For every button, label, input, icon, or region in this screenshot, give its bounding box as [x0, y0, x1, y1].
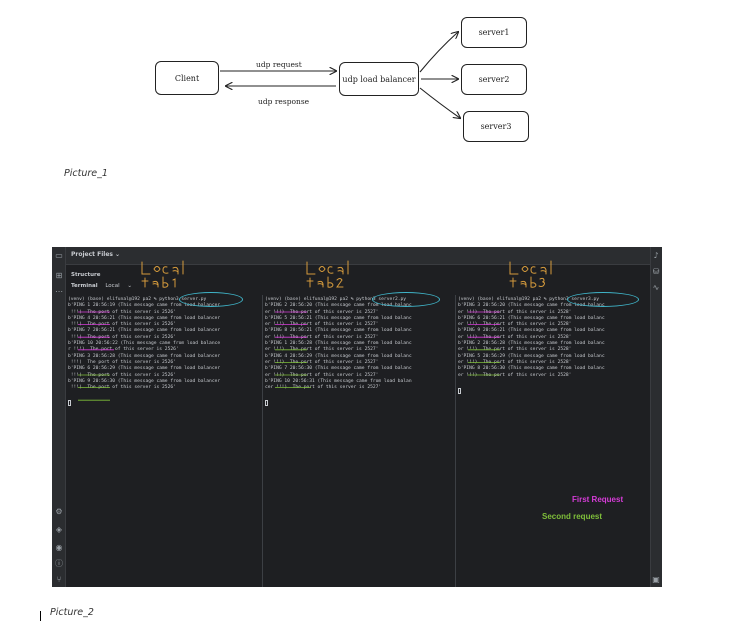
terminal-output-tab3: (venv) (base) elifunal@192 pa2 % python3… — [458, 297, 605, 378]
terminal-pane-tab3[interactable]: (venv) (base) elifunal@192 pa2 % python3… — [456, 295, 650, 587]
underline-first-tab3 — [468, 311, 500, 338]
first-request-legend: First Request — [572, 495, 624, 504]
terminal-tab-row: Terminal Local ⌄ — [71, 283, 138, 289]
handwritten-tab-annotations — [141, 260, 552, 288]
right-tool-strip: ♪ ⛁ ∿ ▣ — [650, 247, 662, 587]
ai-assistant-icon[interactable]: ∿ — [652, 283, 660, 292]
left-tool-strip: ▭ ⊞ ⋯ ⚙ ◈ ◉ ⓘ ⑂ — [52, 247, 66, 587]
terminal-cursor — [265, 400, 268, 407]
command-highlight-tab1 — [179, 292, 243, 307]
command-highlight-tab2 — [372, 292, 440, 307]
notification-bell-icon[interactable]: ♪ — [653, 251, 659, 260]
underline-first-tab2 — [275, 311, 307, 338]
underline-second-tab3 — [468, 349, 500, 376]
more-icon[interactable]: ⋯ — [55, 287, 63, 296]
underline-second-tab2 — [275, 349, 311, 388]
command-highlight-tab3 — [567, 292, 639, 307]
picture-1-caption: Picture_1 — [64, 168, 108, 179]
ide-window: ▭ ⊞ ⋯ ⚙ ◈ ◉ ⓘ ⑂ Project Files ⌄ ♪ ⛁ ∿ ▣ … — [52, 247, 662, 587]
structure-icon[interactable]: ⊞ — [55, 271, 63, 280]
plugin-icon[interactable]: ⚙ — [55, 507, 63, 516]
server1-node: server1 — [461, 17, 527, 48]
project-files-dropdown[interactable]: Project Files ⌄ — [71, 251, 121, 258]
arrow-to-server3 — [419, 87, 460, 118]
project-files-bar: Project Files ⌄ — [66, 247, 650, 265]
load-balancer-node: udp load balancer — [339, 62, 419, 96]
udp-request-label: udp request — [256, 60, 302, 69]
udp-response-label: udp response — [258, 97, 310, 106]
run-icon[interactable]: ◉ — [55, 543, 63, 552]
local-tab[interactable]: Local — [105, 283, 120, 289]
underline-first-tab1 — [78, 311, 114, 351]
second-request-legend: Second request — [542, 512, 603, 521]
terminal-cursor — [458, 387, 461, 394]
terminal-toggle-icon[interactable]: ▣ — [652, 575, 660, 584]
layers-icon[interactable]: ◈ — [55, 525, 63, 534]
server3-node: server3 — [463, 111, 529, 142]
picture-2-caption: Picture_2 — [50, 607, 94, 618]
info-icon[interactable]: ⓘ — [55, 559, 63, 568]
client-node: Client — [155, 61, 219, 95]
structure-label[interactable]: Structure — [71, 272, 101, 278]
folder-icon[interactable]: ▭ — [55, 251, 63, 260]
terminal-tab[interactable]: Terminal — [71, 283, 98, 289]
git-branch-icon[interactable]: ⑂ — [56, 575, 62, 584]
diagram-arrows — [220, 0, 740, 160]
terminal-cursor — [68, 400, 71, 407]
request-underlines — [78, 311, 500, 401]
underline-second-tab1 — [78, 374, 110, 401]
terminal-pane-tab2[interactable]: (venv) (base) elifunal@192 pa2 % python3… — [263, 295, 456, 587]
arrow-to-server1 — [419, 32, 458, 73]
server2-node: server2 — [461, 64, 527, 95]
chevron-down-icon[interactable]: ⌄ — [127, 283, 132, 289]
text-cursor — [40, 611, 41, 621]
database-icon[interactable]: ⛁ — [652, 267, 660, 276]
